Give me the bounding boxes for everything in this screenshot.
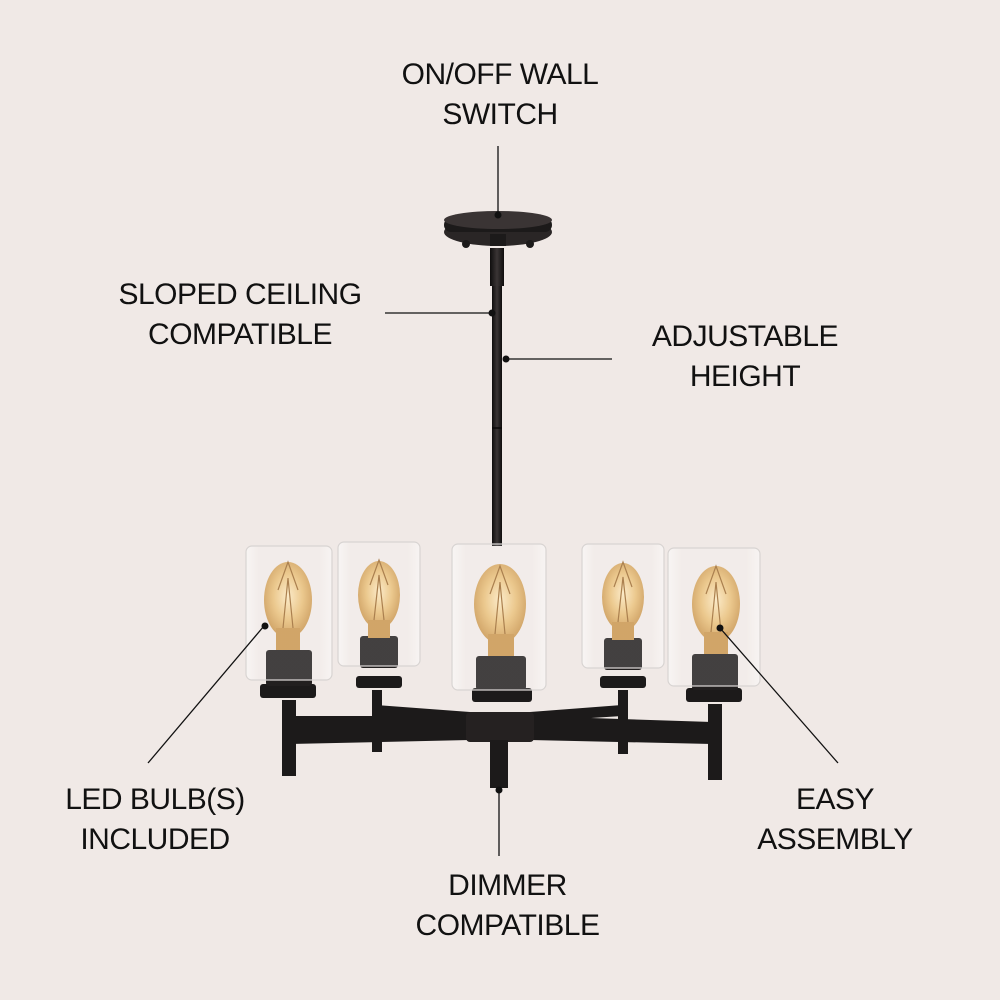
callout-line-2: INCLUDED bbox=[80, 823, 230, 856]
callout-on-off-wall-switch: ON/OFF WALL SWITCH bbox=[330, 55, 670, 135]
light-unit-5 bbox=[667, 547, 761, 702]
callout-line-2: COMPATIBLE bbox=[148, 318, 332, 351]
chandelier-arms bbox=[282, 690, 722, 788]
callout-line-1: ADJUSTABLE bbox=[651, 320, 839, 353]
callout-easy-assembly: EASY ASSEMBLY bbox=[730, 780, 940, 860]
callout-line-2: HEIGHT bbox=[689, 360, 801, 393]
callout-sloped-ceiling-compatible: SLOPED CEILING COMPATIBLE bbox=[100, 275, 380, 355]
callout-line-2: ASSEMBLY bbox=[757, 823, 913, 856]
ceiling-canopy bbox=[444, 211, 552, 248]
callout-line-1: ON/OFF WALL bbox=[401, 58, 599, 91]
callout-line-2: SWITCH bbox=[442, 98, 558, 131]
callout-adjustable-height: ADJUSTABLE HEIGHT bbox=[630, 317, 860, 397]
callout-line-1: EASY bbox=[795, 783, 875, 816]
light-unit-1 bbox=[245, 545, 333, 698]
callout-line-2: COMPATIBLE bbox=[415, 909, 600, 942]
callout-lines bbox=[147, 146, 839, 856]
callout-dimmer-compatible: DIMMER COMPATIBLE bbox=[380, 866, 635, 946]
callout-line-1: LED BULB(S) bbox=[65, 783, 245, 816]
callout-line-1: SLOPED CEILING bbox=[118, 278, 362, 311]
callout-line-1: DIMMER bbox=[448, 869, 567, 902]
light-unit-2 bbox=[337, 541, 421, 688]
light-unit-3 bbox=[451, 543, 547, 702]
light-unit-4 bbox=[581, 543, 665, 688]
callout-led-bulbs-included: LED BULB(S) INCLUDED bbox=[40, 780, 270, 860]
downrod bbox=[490, 248, 504, 546]
